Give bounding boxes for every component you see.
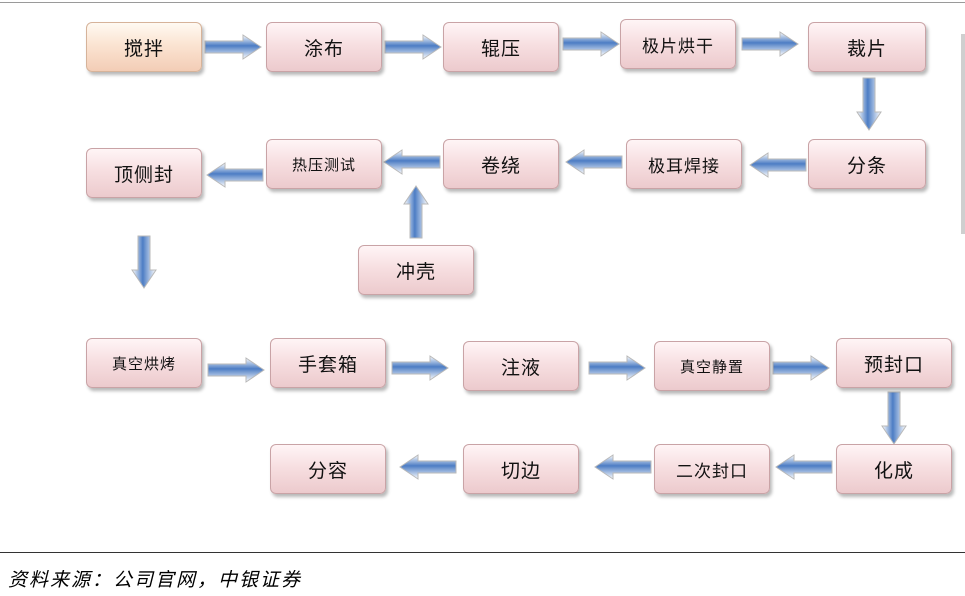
arrow-right [204, 34, 262, 60]
arrow-right [741, 31, 799, 57]
arrow-down [881, 391, 907, 445]
arrow-down [856, 77, 882, 131]
step-grading: 分容 [270, 444, 386, 494]
arrow-right [384, 34, 442, 60]
bottom-rule [0, 552, 965, 553]
step-mixing: 搅拌 [86, 22, 202, 72]
arrow-up [403, 185, 429, 239]
step-pre-seal: 预封口 [836, 338, 952, 388]
step-winding: 卷绕 [443, 139, 559, 189]
step-electrolyte-injection: 注液 [463, 341, 579, 391]
arrow-left [775, 454, 833, 480]
step-electrode-drying: 极片烘干 [620, 19, 736, 69]
top-rule [0, 2, 965, 3]
arrow-right [588, 355, 646, 381]
step-edge-trimming: 切边 [463, 444, 579, 494]
arrow-left [749, 152, 807, 178]
arrow-down [131, 235, 157, 289]
arrow-right [207, 357, 265, 383]
arrow-right [562, 31, 620, 57]
step-secondary-seal: 二次封口 [654, 444, 770, 494]
source-note: 资料来源：公司官网，中银证券 [8, 569, 303, 591]
arrow-left [565, 149, 623, 175]
step-hot-press-test: 热压测试 [266, 139, 382, 189]
step-cutting: 裁片 [808, 22, 926, 72]
step-top-side-seal: 顶侧封 [86, 148, 202, 198]
arrow-left [399, 454, 457, 480]
arrow-left [383, 149, 441, 175]
step-glove-box: 手套箱 [270, 338, 386, 388]
step-vacuum-rest: 真空静置 [654, 341, 770, 391]
step-coating: 涂布 [266, 22, 382, 72]
arrow-right [772, 355, 830, 381]
step-vacuum-baking: 真空烘烤 [86, 338, 202, 388]
page-edge-bar [961, 34, 965, 234]
step-formation: 化成 [836, 444, 952, 494]
step-rolling: 辊压 [443, 22, 559, 72]
arrow-left [594, 454, 652, 480]
arrow-left [206, 162, 264, 188]
arrow-right [391, 355, 449, 381]
step-tab-welding: 极耳焊接 [626, 139, 742, 189]
step-shell-punching: 冲壳 [358, 245, 474, 295]
step-slitting: 分条 [808, 139, 926, 189]
